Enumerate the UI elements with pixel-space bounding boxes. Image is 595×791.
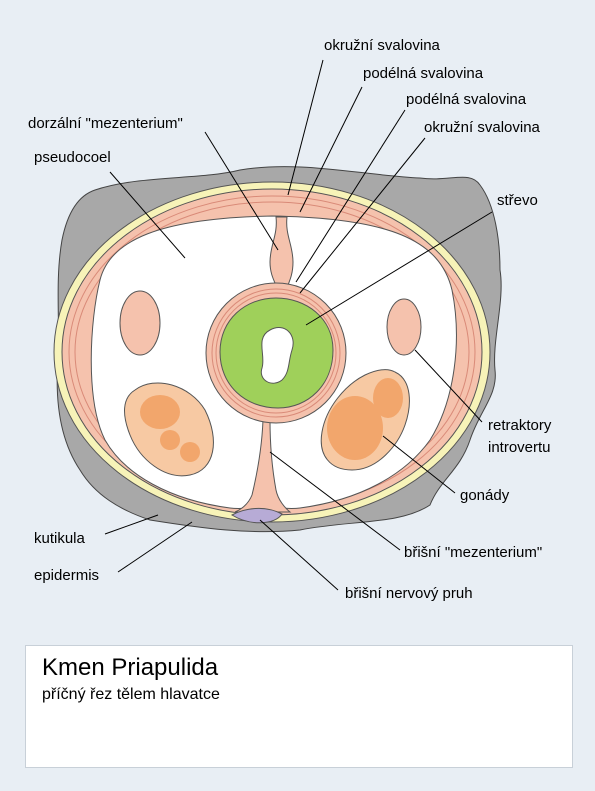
gonad-left-lobe-2 [160,430,180,450]
label-pseudocoel: pseudocoel [34,149,111,166]
gut-ring-line-1 [211,288,341,418]
caption-box: Kmen Priapulida příčný řez tělem hlavatc… [25,645,573,768]
leader-gonads [382,435,456,494]
retractor-left [119,290,161,356]
gonad-right-lobe-2 [373,378,403,418]
label-ventral-mesentery: břišní "mezenterium" [404,544,542,561]
leader-epidermis [117,521,193,573]
leader-okruzni-outer [287,59,324,196]
label-dorsal-mesentery: dorzální "mezenterium" [28,115,183,132]
label-okruzni-inner: okružní svalovina [424,119,541,136]
leader-nerve-cord [259,519,339,591]
label-okruzni-outer: okružní svalovina [324,37,441,54]
leader-podelna-inner [295,109,406,283]
gut-ring-line-2 [215,292,337,414]
label-gonads: gonády [460,487,510,504]
label-podelna-outer: podélná svalovina [363,65,484,82]
label-retractors-line2: introvertu [488,439,551,456]
label-retractors-line1: retraktory [488,417,552,434]
leader-dorsal-mesentery [204,131,279,251]
label-gut: střevo [497,192,538,209]
label-epidermis: epidermis [34,567,99,584]
leader-ventral-mesentery [269,451,401,551]
gut-lumen [260,327,294,384]
gonad-left-lobe-3 [180,442,200,462]
leader-podelna-outer [299,86,363,213]
leader-cuticle [104,514,159,535]
label-nerve-cord: břišní nervový pruh [345,585,473,602]
cross-section-diagram: okružní svalovina podélná svalovina podé… [28,37,552,602]
caption-title: Kmen Priapulida [42,654,219,681]
retractor-right [386,298,422,356]
leader-okruzni-inner [299,137,426,294]
ventral-mesentery [234,419,292,513]
ventral-nerve-cord [230,508,283,524]
leader-retractors [414,349,483,423]
gonad-left-lobe-1 [140,395,180,429]
label-podelna-inner: podélná svalovina [406,91,527,108]
leader-pseudocoel [109,171,186,259]
caption-subtitle: příčný řez tělem hlavatce [42,686,220,703]
leader-gut [305,211,493,326]
label-cuticle: kutikula [34,530,86,547]
gonad-right-lobe-1 [327,396,383,460]
